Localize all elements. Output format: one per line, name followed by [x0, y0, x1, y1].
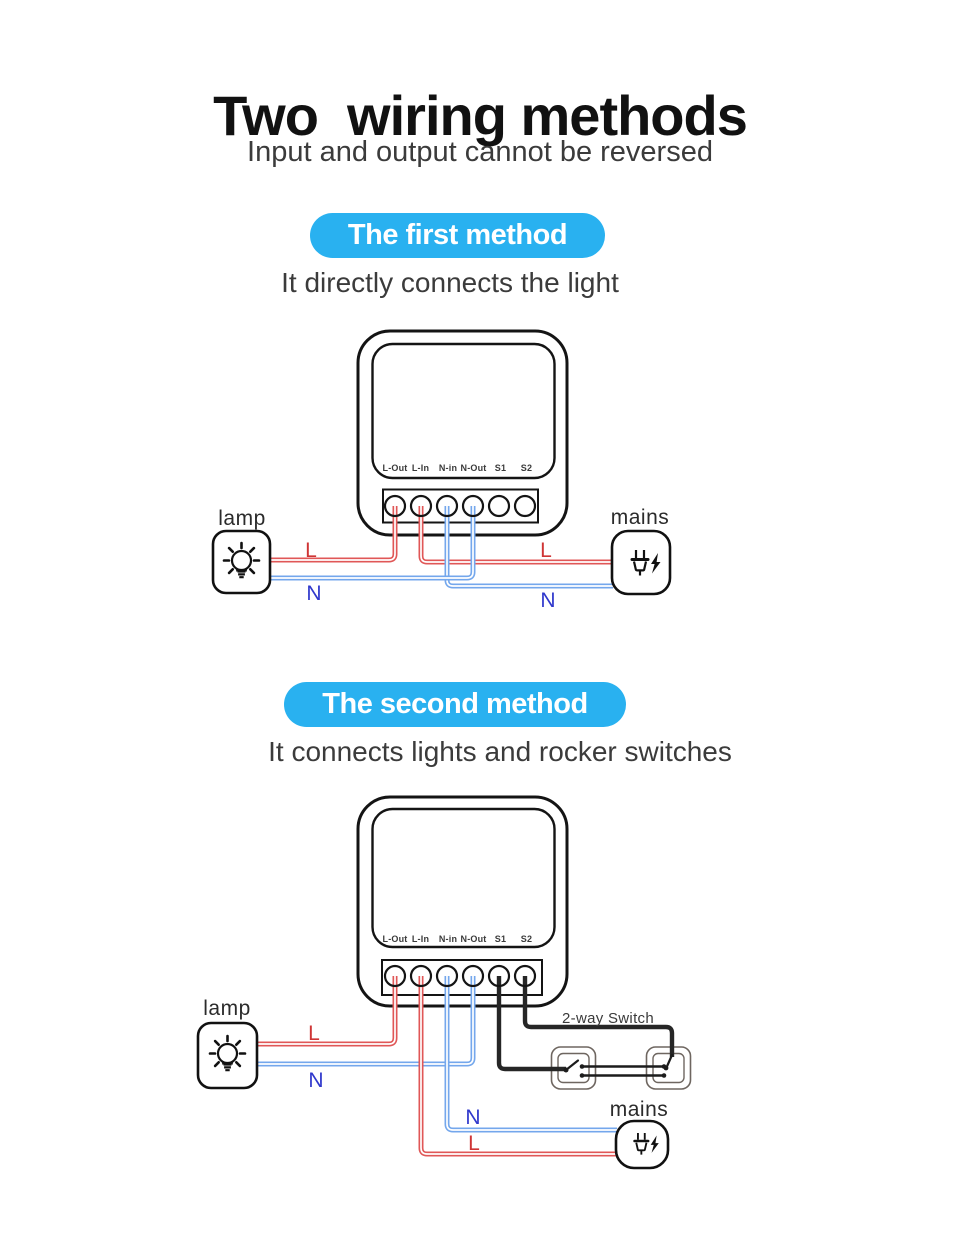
page-title: Two wiring methods	[213, 83, 748, 147]
terminal-label-n-in: N-in	[439, 934, 457, 944]
live-label-lamp-1: L	[305, 539, 317, 562]
terminal-screws-2	[383, 964, 537, 988]
live-label-mains-1: L	[540, 539, 552, 562]
lamp-label-2: lamp	[203, 997, 251, 1020]
terminal-label-s2: S2	[521, 463, 532, 473]
method1-diagram: L-Out L-In N-in N-Out S1 S2	[211, 329, 672, 612]
rocker-switch-right	[645, 1046, 692, 1090]
terminal-label-l-in: L-In	[412, 934, 429, 944]
two-way-switch-label: 2-way Switch	[562, 1010, 654, 1027]
method2-badge-row: The second method	[0, 682, 910, 727]
neutral-label-mains-1: N	[540, 589, 555, 612]
terminal-label-s1: S1	[495, 463, 506, 473]
neutral-label-mains-2: N	[465, 1106, 480, 1129]
terminal-label-l-in: L-In	[412, 463, 429, 473]
page-subtitle: Input and output cannot be reversed	[247, 136, 713, 168]
smart-switch-device-1: L-Out L-In N-in N-Out S1 S2	[356, 329, 569, 537]
mains-2	[614, 1119, 670, 1170]
method2-diagram: L-Out L-In N-in N-Out S1 S2	[196, 795, 692, 1170]
terminal-label-l-out: L-Out	[383, 463, 408, 473]
terminal-label-n-out: N-Out	[461, 463, 487, 473]
lamp-label-1: lamp	[218, 507, 266, 530]
method1-badge-row: The first method	[0, 213, 915, 258]
method1-caption: It directly connects the light	[281, 267, 619, 298]
neutral-label-lamp-2: N	[308, 1069, 323, 1092]
mains-1	[610, 529, 672, 596]
mains-label-2: mains	[610, 1098, 669, 1121]
terminal-label-n-in: N-in	[439, 463, 457, 473]
lamp-2	[196, 1021, 259, 1090]
terminal-label-n-out: N-Out	[461, 934, 487, 944]
rocker-switch-contacts	[563, 1053, 674, 1078]
terminal-label-s2: S2	[521, 934, 532, 944]
terminal-screws-1	[383, 494, 537, 518]
smart-switch-device-2: L-Out L-In N-in N-Out S1 S2	[356, 795, 569, 1008]
lamp-1	[211, 529, 272, 595]
method1-badge: The first method	[309, 213, 606, 258]
live-label-mains-2: L	[468, 1132, 480, 1155]
terminal-label-s1: S1	[495, 934, 506, 944]
neutral-label-lamp-1: N	[306, 582, 321, 605]
method2-caption: It connects lights and rocker switches	[268, 736, 732, 767]
rocker-switch-left	[550, 1046, 597, 1090]
method2-badge: The second method	[284, 682, 626, 727]
mains-label-1: mains	[611, 506, 670, 529]
terminal-label-l-out: L-Out	[383, 934, 408, 944]
live-label-lamp-2: L	[308, 1022, 320, 1045]
